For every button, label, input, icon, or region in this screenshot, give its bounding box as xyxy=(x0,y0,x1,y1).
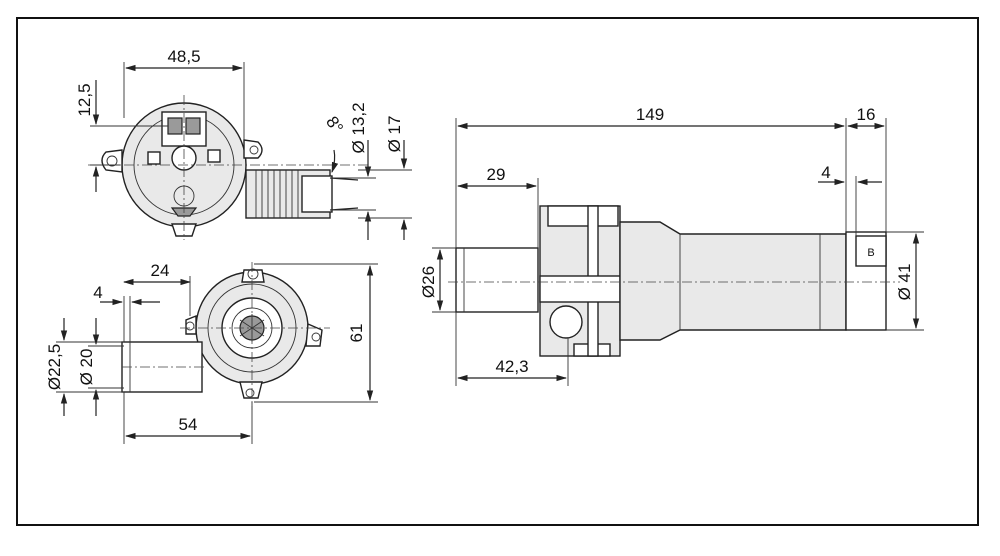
dim-149-label: 149 xyxy=(636,105,664,124)
dim-4-right-label: 4 xyxy=(821,163,830,182)
dim-16-label: 16 xyxy=(857,105,876,124)
dim-12-5-label: 12,5 xyxy=(75,83,94,116)
dim-4-left-label: 4 xyxy=(93,283,102,302)
bottom-left-view: 24 4 61 Ø22,5 Ø 20 54 xyxy=(45,261,378,444)
dim-42-3-label: 42,3 xyxy=(495,357,528,376)
dim-dia-26-label: Ø26 xyxy=(419,266,438,298)
dim-54-label: 54 xyxy=(179,415,198,434)
dim-dia-41-label: Ø 41 xyxy=(895,264,914,301)
dim-24-label: 24 xyxy=(151,261,170,280)
dim-dia-17-label: Ø 17 xyxy=(385,116,404,153)
side-view: B 149 16 29 4 Ø26 Ø 41 42 xyxy=(419,105,924,386)
dim-dia-13-2-label: Ø 13,2 xyxy=(349,102,368,153)
connector-mark: B xyxy=(867,247,874,259)
dim-48-5-label: 48,5 xyxy=(167,47,200,66)
dim-dia-22-5-label: Ø22,5 xyxy=(45,344,64,390)
dim-dia-20-label: Ø 20 xyxy=(77,349,96,386)
dim-29-label: 29 xyxy=(487,165,506,184)
dim-61-label: 61 xyxy=(347,324,366,343)
